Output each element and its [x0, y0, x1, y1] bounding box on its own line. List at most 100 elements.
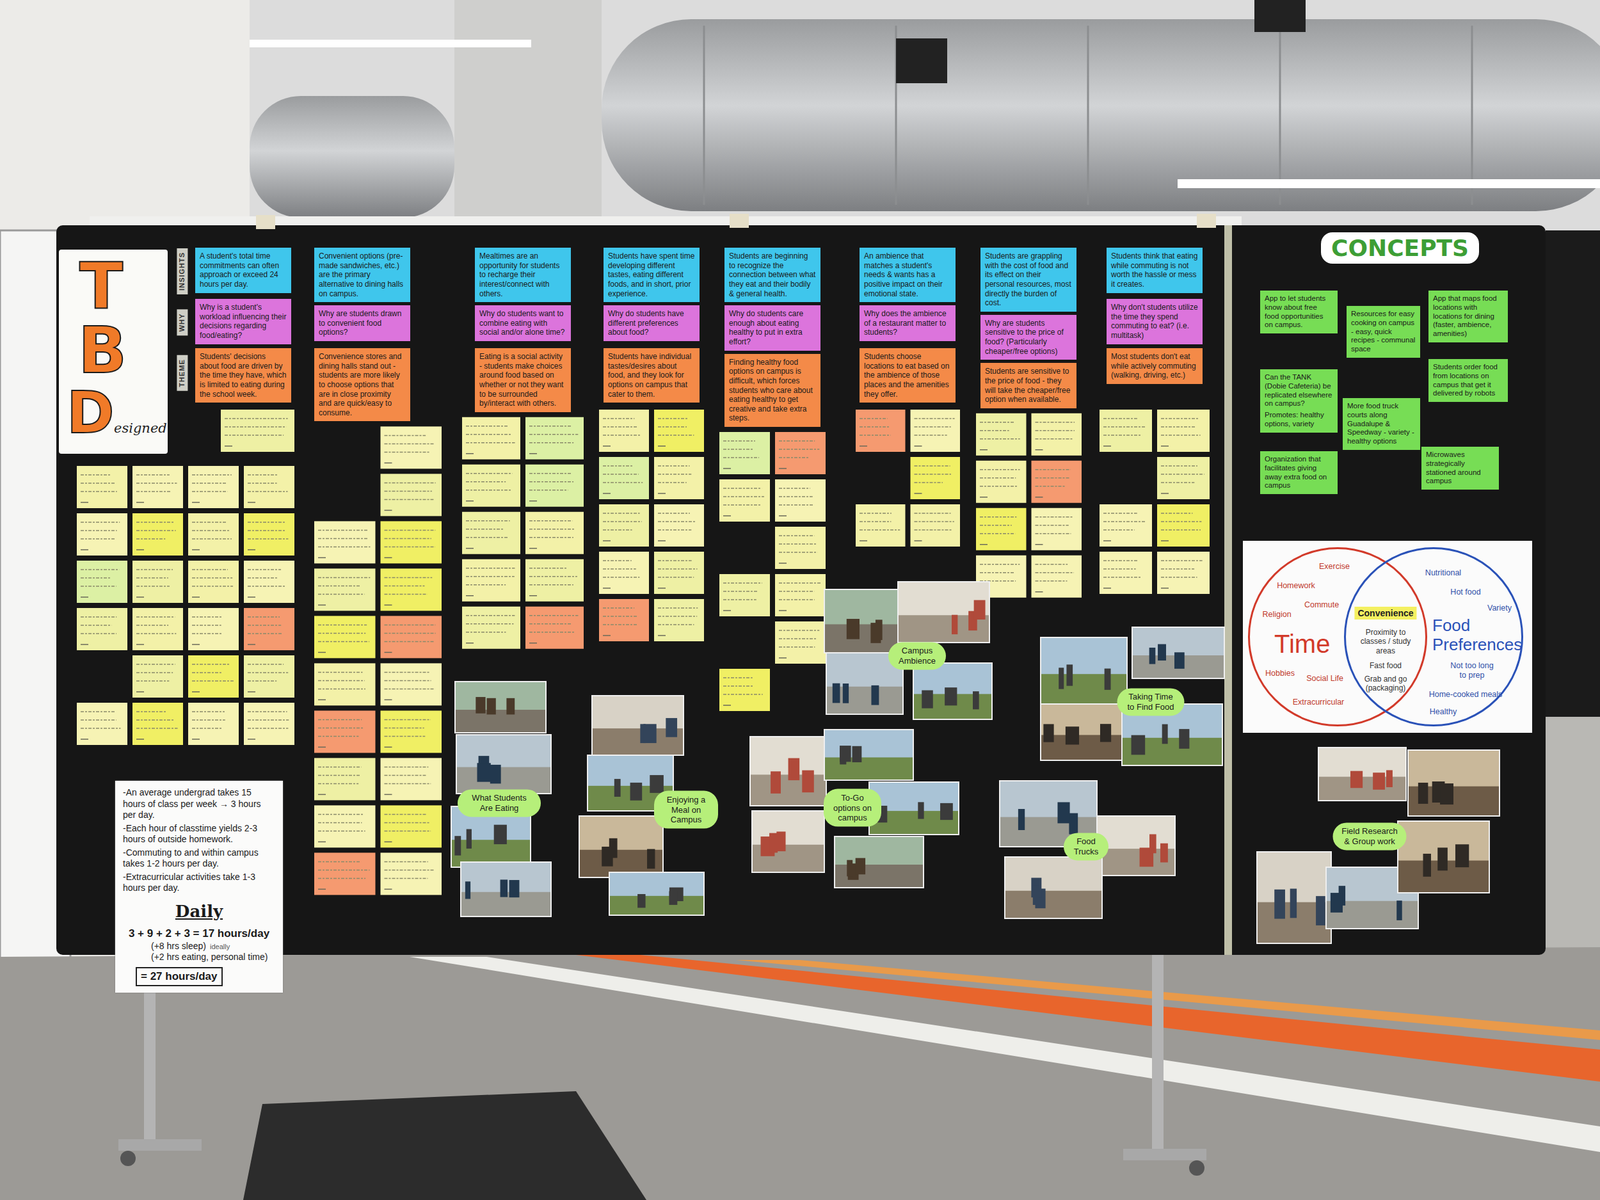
photo — [1318, 747, 1407, 801]
sticky-note — [462, 559, 521, 602]
scribble — [80, 632, 117, 635]
scribble — [723, 677, 753, 679]
scribble — [778, 467, 787, 470]
sticky-note — [599, 504, 649, 547]
scribble — [136, 663, 176, 665]
scribble — [1035, 469, 1071, 471]
tape — [729, 213, 749, 228]
venn-word: Not too long to prep — [1446, 661, 1498, 681]
sticky-note — [380, 426, 443, 469]
scribble — [1035, 533, 1072, 535]
doorway — [1545, 230, 1600, 717]
scribble — [318, 538, 368, 540]
scribble — [465, 642, 474, 644]
photo-figure — [609, 838, 618, 859]
scribble — [602, 520, 642, 523]
theme-note: Convenience stores and dining halls stan… — [314, 348, 411, 422]
scribble — [778, 496, 813, 498]
scribble — [192, 521, 227, 523]
sheet-text: ideally — [209, 942, 230, 952]
scribble — [192, 680, 234, 682]
why-note: Why does the ambience of a restaurant ma… — [859, 305, 956, 342]
photo-figure — [940, 803, 953, 820]
concept-note: Resources for easy cooking on campus - e… — [1346, 305, 1421, 358]
stand-foot — [118, 1139, 202, 1151]
photo — [1408, 750, 1500, 816]
photo — [869, 782, 959, 835]
scribble — [80, 568, 120, 571]
scribble — [384, 794, 393, 796]
scribble — [465, 528, 504, 530]
sticky-note — [132, 702, 184, 745]
title-text: CONCEPTS — [1331, 234, 1469, 262]
photo-figure — [855, 858, 866, 875]
sticky-note — [188, 702, 239, 745]
scribble — [1160, 492, 1169, 495]
scribble — [1160, 445, 1169, 447]
scribble — [224, 434, 284, 436]
scribble — [602, 445, 611, 447]
photo-figure — [1440, 783, 1454, 805]
sticky-note — [462, 512, 521, 555]
scribble — [1160, 576, 1198, 578]
duct — [249, 96, 455, 218]
photo-figure — [1437, 847, 1448, 871]
sticky-note — [775, 526, 826, 569]
scribble — [136, 577, 169, 579]
scribble — [80, 482, 115, 484]
sticky-note — [188, 465, 239, 509]
scribble — [384, 688, 436, 690]
scribble — [224, 417, 288, 420]
note-text: Students are sensitive to the price of f… — [984, 366, 1072, 405]
scribble — [529, 453, 537, 455]
sticky-note — [1031, 508, 1083, 551]
venn-word: Healthy — [1429, 707, 1457, 717]
scribble — [465, 442, 516, 444]
sticky-note — [654, 456, 704, 500]
photo-figure — [1455, 844, 1469, 868]
note-text: Mealtimes are an opportunity for student… — [479, 251, 567, 299]
venn-title: Food Preferences — [1432, 616, 1522, 655]
scribble — [778, 551, 818, 553]
scribble — [465, 623, 514, 625]
light-fixture — [896, 38, 948, 84]
scribble — [778, 487, 811, 489]
scribble — [859, 520, 891, 523]
scribble — [136, 549, 144, 551]
note-text: Promotes: healthy options, variety — [1264, 410, 1334, 429]
venn-sheet — [1242, 540, 1533, 733]
scribble — [384, 604, 393, 607]
stand-foot — [1123, 1148, 1207, 1161]
sticky-note — [775, 574, 826, 617]
scribble — [80, 585, 117, 587]
scribble — [465, 547, 474, 550]
scribble — [723, 704, 731, 706]
scribble — [192, 691, 200, 693]
note-text: Students choose locations to eat based o… — [864, 352, 952, 399]
scribble — [384, 577, 433, 579]
scribble — [529, 642, 537, 644]
note-text: Why don't students utilize the time they… — [1111, 302, 1199, 341]
scribble — [384, 775, 427, 777]
photo-figure — [839, 745, 852, 762]
photo-figure — [1418, 782, 1429, 804]
photo-figure — [1162, 724, 1168, 745]
scribble — [979, 469, 1020, 471]
board-contents — [76, 409, 1500, 944]
scribble — [1160, 568, 1195, 570]
venn-word: Fast food — [1369, 661, 1402, 671]
scribble — [136, 719, 175, 721]
scribble — [529, 528, 576, 530]
scribble — [602, 560, 632, 562]
scribble — [1160, 529, 1201, 531]
scribble — [384, 814, 427, 816]
scribble — [1103, 560, 1138, 562]
sticky-note — [855, 409, 906, 452]
scribble — [318, 814, 363, 816]
scribble — [192, 616, 223, 618]
photo-figure — [1131, 735, 1146, 756]
scribble — [136, 482, 177, 484]
concept-note: App to let students know about free food… — [1260, 290, 1338, 334]
venn-word: Variety — [1487, 603, 1512, 614]
sticky-note — [719, 479, 770, 522]
